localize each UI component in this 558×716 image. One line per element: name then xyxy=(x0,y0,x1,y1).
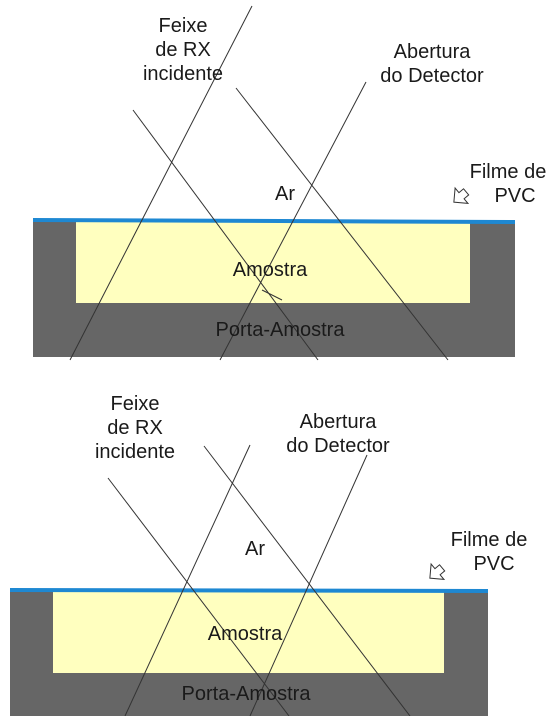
beam-line-incident-bottom xyxy=(107,477,290,716)
detector-line-1-top xyxy=(69,5,253,361)
air-label-top: Ar xyxy=(275,183,295,205)
pointer-arrow-icon-top xyxy=(453,186,470,204)
film-label-top: Filme de PVC xyxy=(469,161,547,207)
diagram-top xyxy=(32,5,516,361)
diagram-bottom xyxy=(9,444,489,716)
holder-label-top: Porta-Amostra xyxy=(215,319,345,341)
film-label-bottom: Filme de PVC xyxy=(450,529,528,575)
sample-holder-top xyxy=(33,220,515,357)
detector-label-bottom: Abertura do Detector xyxy=(286,411,390,457)
pointer-arrow-icon-bottom xyxy=(429,562,446,580)
sample-label-bottom: Amostra xyxy=(207,623,283,645)
holder-label-bottom: Porta-Amostra xyxy=(181,683,311,705)
detector-line-1-bottom xyxy=(124,444,251,716)
detector-line-2-bottom xyxy=(249,454,368,716)
pvc-film-top xyxy=(32,218,516,224)
detector-label-top: Abertura do Detector xyxy=(380,41,484,87)
sample-top xyxy=(76,220,470,303)
reflect-line-top xyxy=(261,289,283,301)
beam-line-incident-2-top xyxy=(235,87,449,361)
detector-line-2-top xyxy=(219,81,367,361)
sample-label-top: Amostra xyxy=(232,259,308,281)
sample-holder-bottom xyxy=(10,590,488,716)
pvc-film-bottom xyxy=(9,588,489,593)
beam-label-top: Feixe de RX incidente xyxy=(142,15,224,85)
beam-label-bottom: Feixe de RX incidente xyxy=(94,393,176,463)
beam-line-incident-top xyxy=(132,109,319,361)
beam-line-incident-2-bottom xyxy=(203,445,411,716)
air-label-bottom: Ar xyxy=(245,538,265,560)
sample-bottom xyxy=(53,590,444,673)
